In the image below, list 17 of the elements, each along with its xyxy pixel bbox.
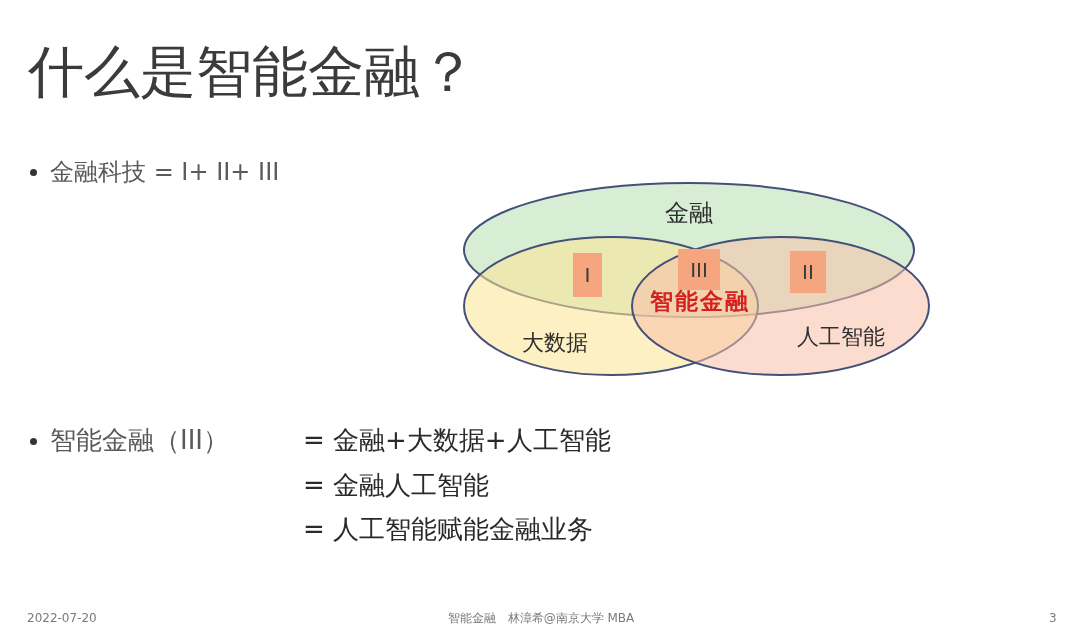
region-number-tag: III <box>678 249 720 290</box>
set-label: 金融 <box>665 198 713 228</box>
page-number: 3 <box>1049 610 1057 626</box>
region-number-tag: II <box>790 251 826 293</box>
set-label: 人工智能 <box>797 323 885 351</box>
equation-line: = 金融人工智能 <box>303 470 490 502</box>
equation-line: = 人工智能赋能金融业务 <box>303 514 594 546</box>
intersection-label: 智能金融 <box>650 288 750 316</box>
footer-text: 智能金融 林漳希@南京大学 MBA <box>447 610 635 626</box>
set-label: 大数据 <box>522 329 588 357</box>
bullet-point-text: 金融科技 = I+ II+ III <box>50 157 280 187</box>
region-number-tag: I <box>573 253 602 297</box>
footer-date: 2022-07-20 <box>27 610 97 626</box>
venn-ellipse <box>631 236 930 376</box>
slide-title: 什么是智能金融？ <box>28 40 476 104</box>
equation-line: = 金融+大数据+人工智能 <box>303 425 611 457</box>
bullet-point-text: 智能金融（III） <box>50 425 229 457</box>
